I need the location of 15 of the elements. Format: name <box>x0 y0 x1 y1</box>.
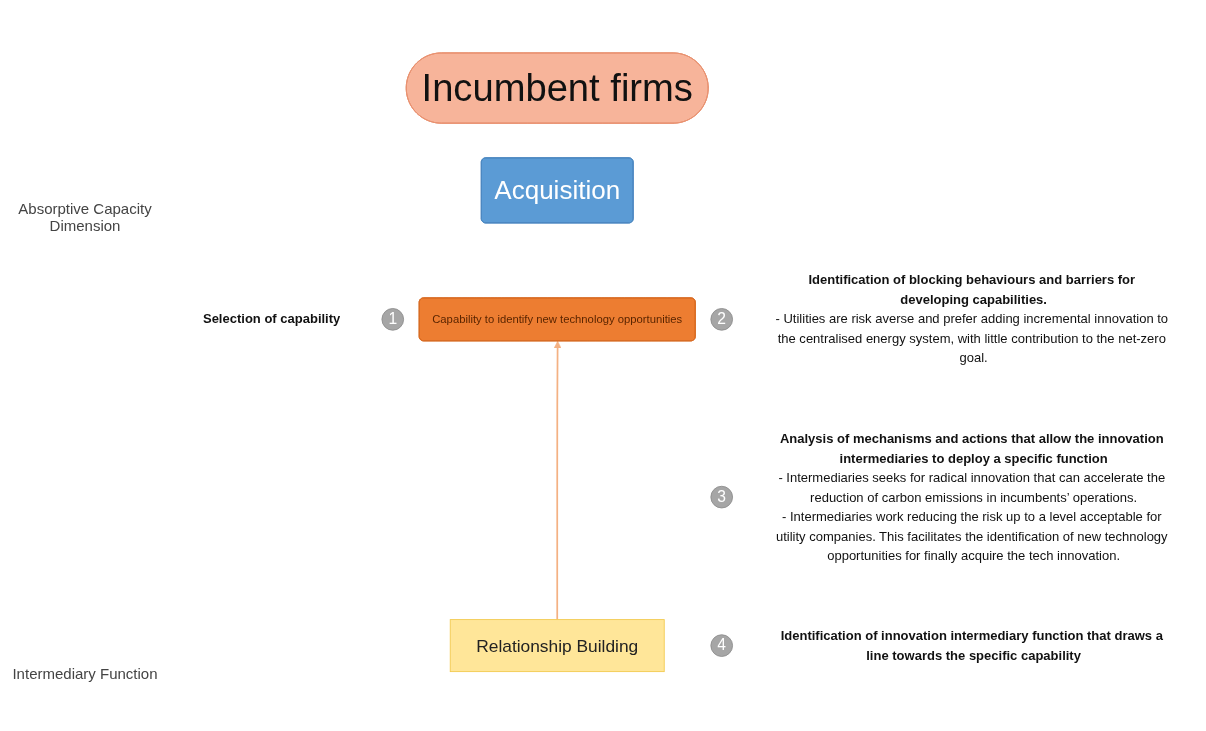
row-label: Intermediary Function <box>11 665 159 682</box>
node-label: Identification of blocking behaviours and barriers for developing capabilities. <box>808 272 1136 307</box>
node-label: - Utilities are risk averse and prefer adding incremental innovation to the centralised energy system, with little contribution to the net-zero goal. <box>775 311 1169 366</box>
node-circle: 1 <box>381 308 405 331</box>
arrow <box>553 340 562 621</box>
node-label: - Intermediaries work reducing the risk up to a level acceptable for utility companies. This facilitates the identification of new technology opportunities for finally acquire the tech innovation. <box>775 508 1168 563</box>
node-label: Selection of capability <box>202 311 341 327</box>
node-circle: 3 <box>710 485 733 509</box>
node-box: Relationship Building <box>449 619 665 673</box>
node-circle: 2 <box>710 308 733 331</box>
node-label: - Intermediaries seeks for radical innovation that can accelerate the reduction of carbon emissions in incumbents’ operations. <box>778 469 1166 504</box>
node-label: Identification of innovation intermediary function that draws a line towards the specific capability <box>780 627 1163 663</box>
node-circle: 4 <box>710 634 733 657</box>
row-label: Absorptive Capacity Dimension <box>17 200 153 234</box>
node-label: Analysis of mechanisms and actions that allow the innovation intermediaries to deploy a specific function <box>779 430 1164 465</box>
